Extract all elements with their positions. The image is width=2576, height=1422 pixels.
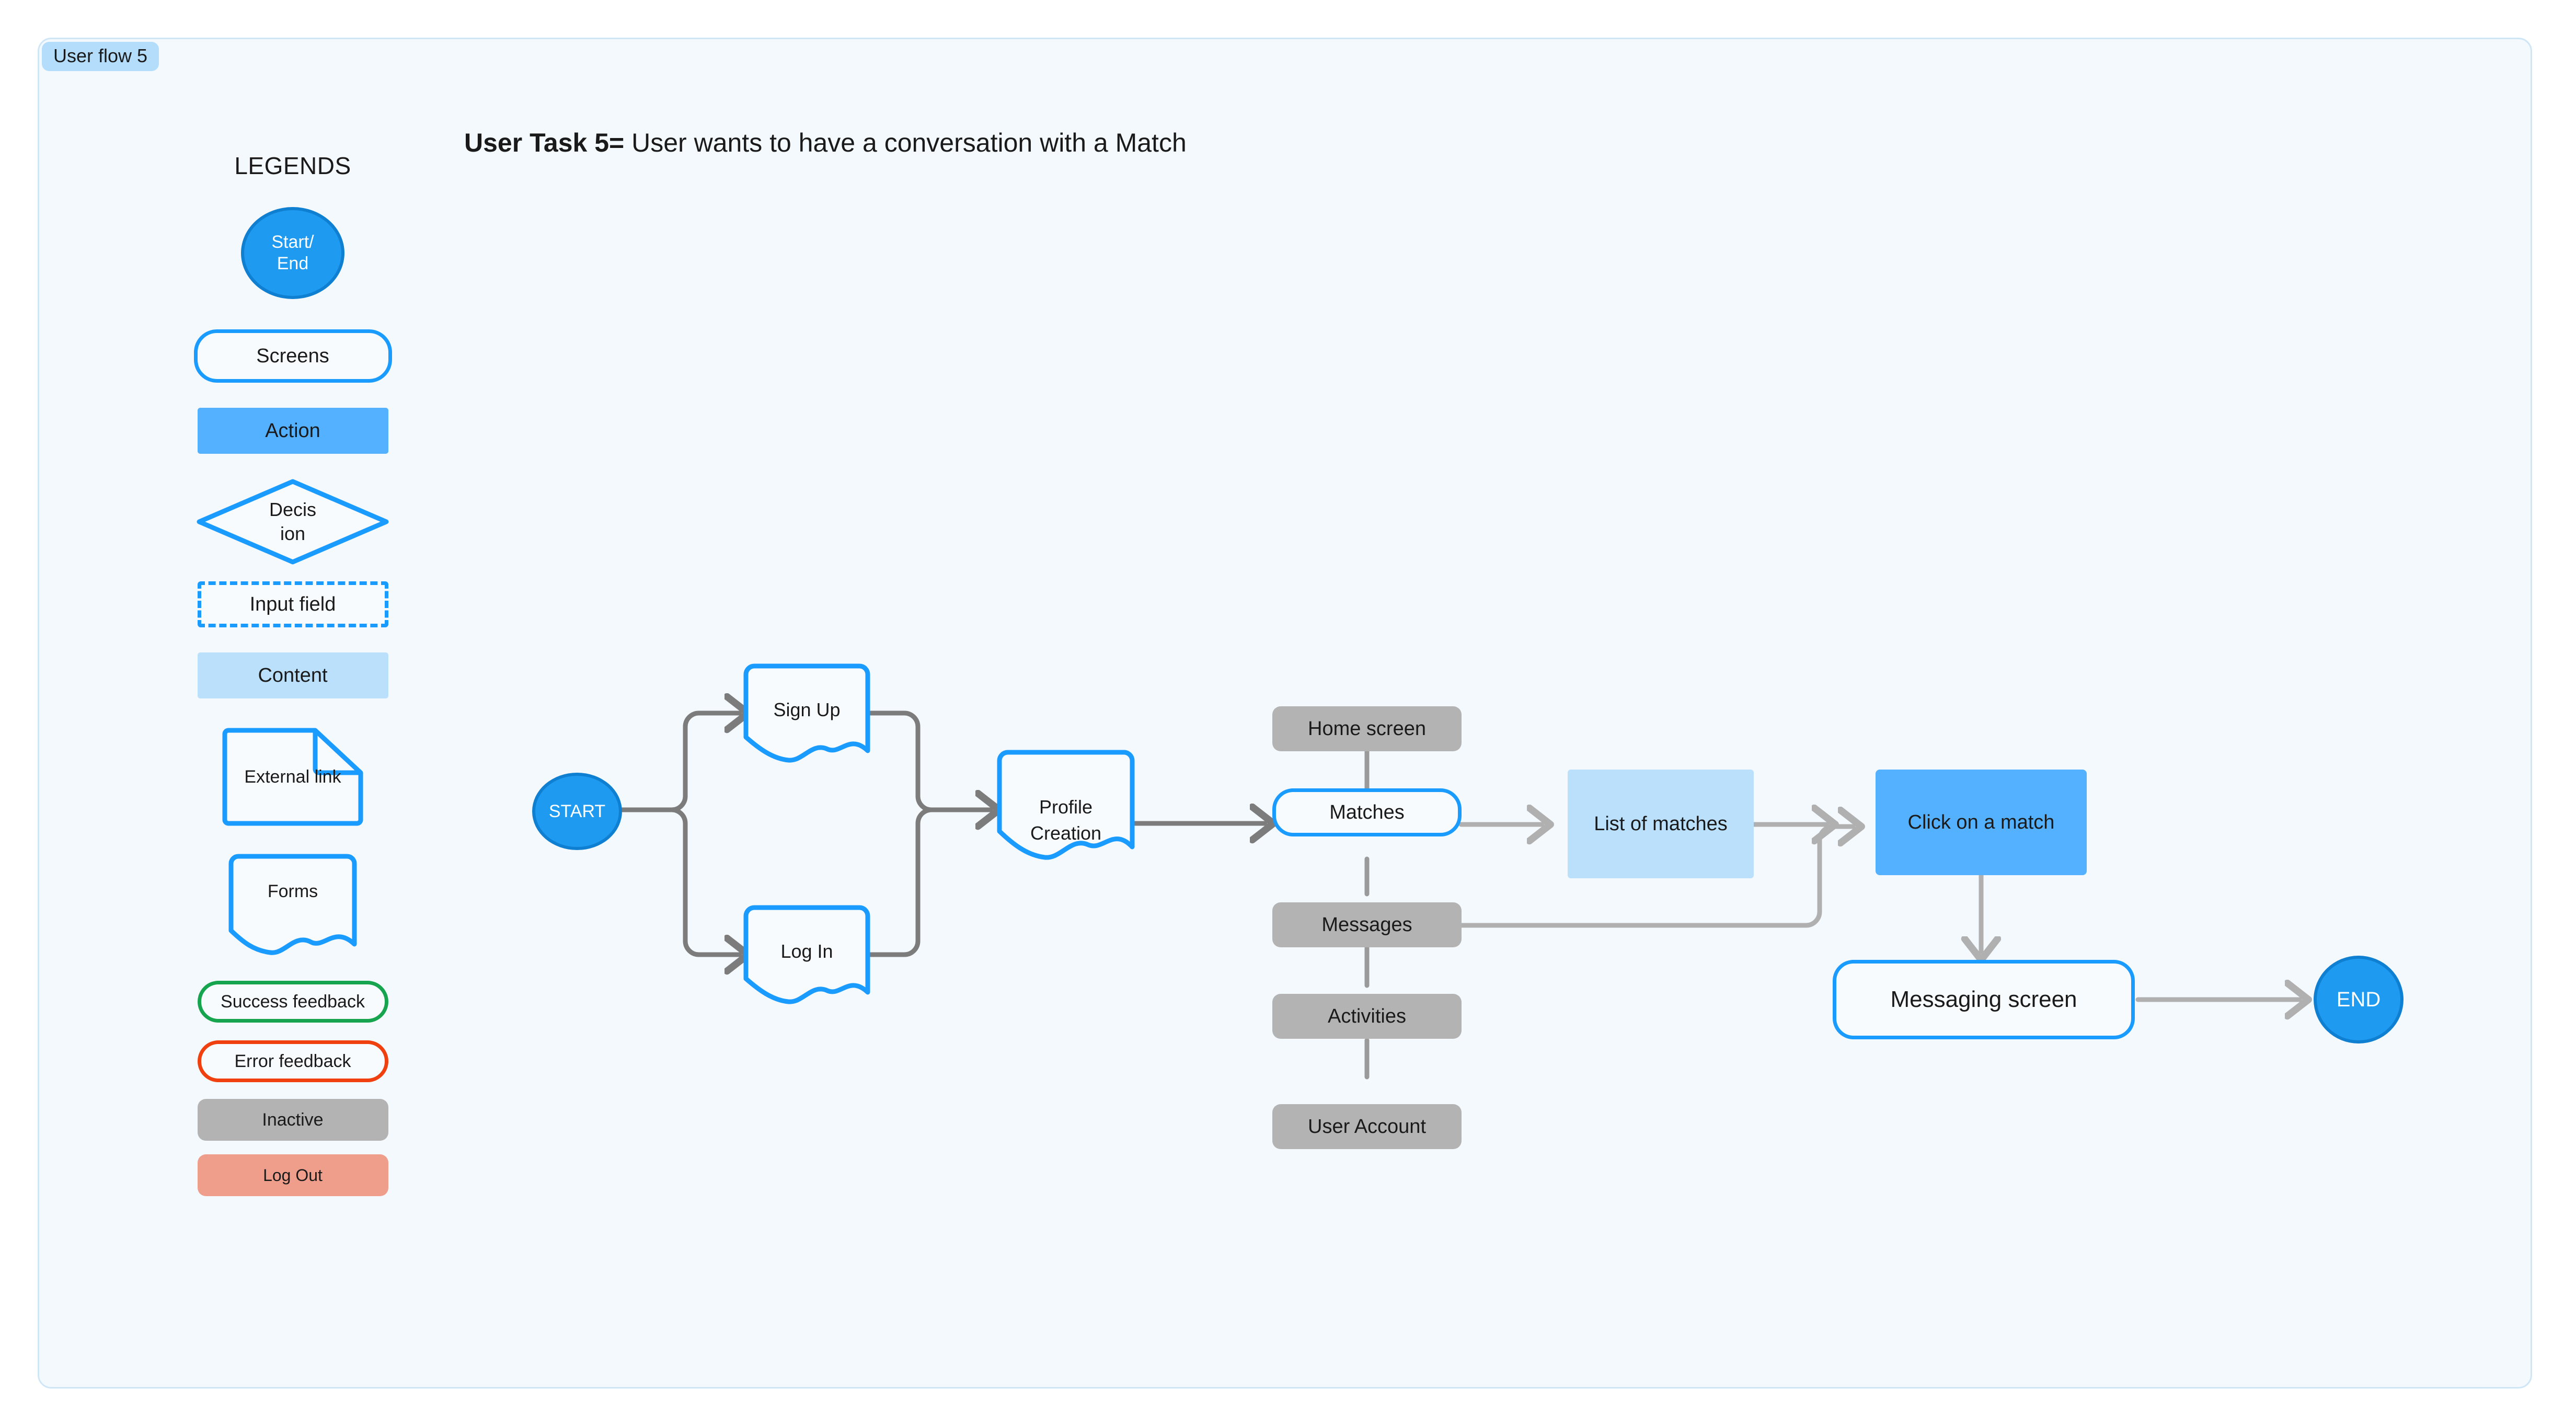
node-user-account[interactable]: User Account bbox=[1272, 1104, 1462, 1149]
legend-content-shape: Content bbox=[197, 652, 388, 698]
legend-item-success-feedback: Success feedback bbox=[172, 957, 413, 1023]
node-click-on-a-match[interactable]: Click on a match bbox=[1876, 770, 2087, 875]
node-messages-label: Messages bbox=[1321, 913, 1412, 936]
legend-external-link-shape: External link bbox=[221, 727, 364, 827]
legend-error-shape: Error feedback bbox=[197, 1040, 388, 1082]
node-activities[interactable]: Activities bbox=[1272, 994, 1462, 1039]
legend-start-end-label: Start/End bbox=[271, 232, 314, 273]
legend-item-action: Action bbox=[172, 383, 413, 454]
node-log-in[interactable]: Log In bbox=[746, 941, 868, 962]
legend-start-end-shape: Start/End bbox=[241, 207, 344, 299]
node-list-of-matches[interactable]: List of matches bbox=[1568, 770, 1754, 878]
task-description: User wants to have a conversation with a… bbox=[624, 128, 1187, 157]
legend-input-field-shape: Input field bbox=[197, 581, 388, 627]
node-end-label: END bbox=[2336, 988, 2381, 1011]
legend-external-link-label: External link bbox=[244, 766, 341, 787]
task-label: User Task 5= bbox=[464, 128, 625, 157]
node-start[interactable]: START bbox=[532, 773, 622, 850]
node-click-on-a-match-label: Click on a match bbox=[1907, 811, 2055, 833]
legend-title: LEGENDS bbox=[234, 152, 351, 179]
node-matches-label: Matches bbox=[1329, 801, 1405, 823]
node-end[interactable]: END bbox=[2314, 956, 2404, 1043]
node-home-screen-label: Home screen bbox=[1308, 717, 1426, 740]
node-activities-label: Activities bbox=[1328, 1005, 1406, 1027]
legend-item-input-field: Input field bbox=[172, 566, 413, 627]
legend-item-log-out: Log Out bbox=[172, 1141, 413, 1196]
node-messages[interactable]: Messages bbox=[1272, 902, 1462, 947]
wavy-bottom-icon bbox=[228, 854, 357, 955]
legend-item-content: Content bbox=[172, 627, 413, 698]
legend-action-shape: Action bbox=[197, 408, 388, 454]
legend-item-screens: Screens bbox=[172, 299, 413, 383]
legend-screens-shape: Screens bbox=[193, 329, 392, 383]
legend-success-shape: Success feedback bbox=[197, 981, 388, 1023]
legend-item-forms: Forms bbox=[172, 827, 413, 957]
node-sign-up-label: Sign Up bbox=[773, 699, 841, 720]
node-messaging-screen[interactable]: Messaging screen bbox=[1833, 960, 2135, 1039]
legend-inactive-shape: Inactive bbox=[197, 1099, 388, 1141]
node-start-label: START bbox=[548, 801, 606, 821]
legend-forms-shape: Forms bbox=[227, 852, 358, 957]
diamond-icon bbox=[197, 479, 389, 565]
node-sign-up[interactable]: Sign Up bbox=[746, 699, 868, 721]
legend-item-start-end: Start/End bbox=[172, 180, 413, 299]
flow-tab-label[interactable]: User flow 5 bbox=[42, 42, 159, 71]
legend-item-external-link: External link bbox=[172, 698, 413, 827]
node-matches[interactable]: Matches bbox=[1272, 788, 1462, 836]
legend-item-inactive: Inactive bbox=[172, 1082, 413, 1141]
legend-forms-label: Forms bbox=[267, 881, 318, 901]
node-log-in-label: Log In bbox=[780, 941, 833, 962]
node-list-of-matches-label: List of matches bbox=[1594, 812, 1728, 835]
node-home-screen[interactable]: Home screen bbox=[1272, 706, 1462, 751]
legend-logout-shape: Log Out bbox=[197, 1154, 388, 1196]
node-messaging-screen-label: Messaging screen bbox=[1890, 987, 2077, 1012]
legend-item-error-feedback: Error feedback bbox=[172, 1023, 413, 1082]
page-title: User Task 5= User wants to have a conver… bbox=[464, 125, 1259, 160]
node-user-account-label: User Account bbox=[1308, 1115, 1426, 1138]
folded-page-icon bbox=[222, 728, 363, 826]
